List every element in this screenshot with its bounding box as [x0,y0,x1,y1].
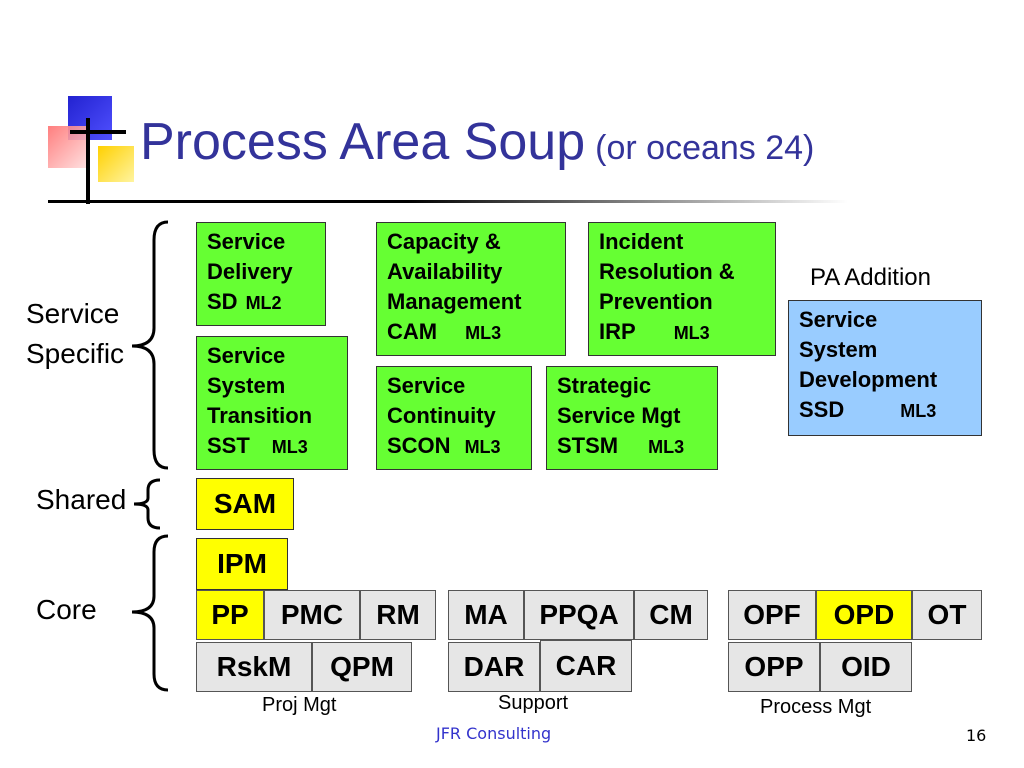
irp-abbr: IRP [599,319,636,344]
box-sam: SAM [196,478,294,530]
cell-ppqa: PPQA [524,590,634,640]
title-main-text: Process Area Soup [140,113,586,171]
service-specific-brace [131,220,169,470]
cam-line3: Management [387,289,522,314]
cam-abbr: CAM [387,319,438,344]
sd-line2: Delivery [207,259,293,284]
box-capacity-availability: Capacity & Availability Management CAM ML… [376,222,566,356]
cell-ma: MA [448,590,524,640]
irp-line1: Incident [599,229,684,254]
scon-line3: SCON ML3 [387,431,531,462]
stsm-line3: STSM ML3 [557,431,717,462]
proj-mgt-label: Proj Mgt [262,694,337,716]
service-specific-label-line2: Specific [26,338,125,369]
logo-yellow-square [98,146,134,182]
service-specific-label-line1: Service [26,298,120,329]
slide-title: Process Area Soup(or oceans 24) [140,112,814,172]
stsm-ml: ML3 [648,437,685,457]
sd-ml: ML2 [245,293,282,313]
irp-line4: IRP ML3 [599,317,775,348]
box-service-system-development: Service System Development SSD ML3 [788,300,982,436]
ssd-ml: ML3 [900,401,937,421]
sst-line1: Service [207,343,286,368]
shared-label: Shared [36,484,127,515]
ssd-abbr: SSD [799,397,845,422]
sst-line4: SST ML3 [207,431,347,462]
core-brace [131,534,169,692]
ssd-line2: System [799,337,878,362]
cam-ml: ML3 [465,323,502,343]
box-incident-resolution: Incident Resolution & Prevention IRP ML3 [588,222,776,356]
shared-brace [133,478,161,530]
cell-oid: OID [820,642,912,692]
stsm-abbr: STSM [557,433,619,458]
stsm-line2: Service Mgt [557,403,681,428]
cell-car: CAR [540,640,632,692]
cam-line4: CAM ML3 [387,317,565,348]
box-service-system-transition: Service System Transition SST ML3 [196,336,348,470]
box-service-continuity: Service Continuity SCON ML3 [376,366,532,470]
irp-line2: Resolution & [599,259,735,284]
process-mgt-label: Process Mgt [760,696,872,718]
sst-line2: System [207,373,286,398]
cell-cm: CM [634,590,708,640]
sd-abbr: SD [207,289,238,314]
cell-pmc: PMC [264,590,360,640]
title-underline [48,200,848,203]
scon-abbr: SCON [387,433,451,458]
cell-opd: OPD [816,590,912,640]
cam-line1: Capacity & [387,229,501,254]
cell-pp: PP [196,590,264,640]
ssd-line4: SSD ML3 [799,395,981,426]
scon-line1: Service [387,373,466,398]
sst-line3: Transition [207,403,313,428]
logo-horizontal-line [70,130,126,134]
title-subtitle: (or oceans 24) [595,129,815,167]
cell-rskm: RskM [196,642,312,692]
sst-abbr: SST [207,433,250,458]
sd-line3: SD ML2 [207,287,325,318]
cell-qpm: QPM [312,642,412,692]
box-strategic-service-mgt: Strategic Service Mgt STSM ML3 [546,366,718,470]
box-ipm: IPM [196,538,288,590]
service-specific-label: Service Specific [26,294,124,374]
sd-line1: Service [207,229,286,254]
box-service-delivery: Service Delivery SD ML2 [196,222,326,326]
footer-company: JFR Consulting [436,724,552,743]
ssd-line3: Development [799,367,938,392]
scon-line2: Continuity [387,403,496,428]
stsm-line1: Strategic [557,373,652,398]
cell-rm: RM [360,590,436,640]
support-label: Support [498,692,569,714]
irp-line3: Prevention [599,289,713,314]
cell-opp: OPP [728,642,820,692]
core-label: Core [36,594,97,625]
cell-opf: OPF [728,590,816,640]
ssd-line1: Service [799,307,878,332]
page-number: 16 [966,726,987,745]
cam-line2: Availability [387,259,503,284]
cell-ot: OT [912,590,982,640]
irp-ml: ML3 [673,323,710,343]
logo-vertical-line [86,118,90,204]
cell-dar: DAR [448,642,540,692]
scon-ml: ML3 [464,437,501,457]
sst-ml: ML3 [271,437,308,457]
pa-addition-label: PA Addition [810,264,931,291]
